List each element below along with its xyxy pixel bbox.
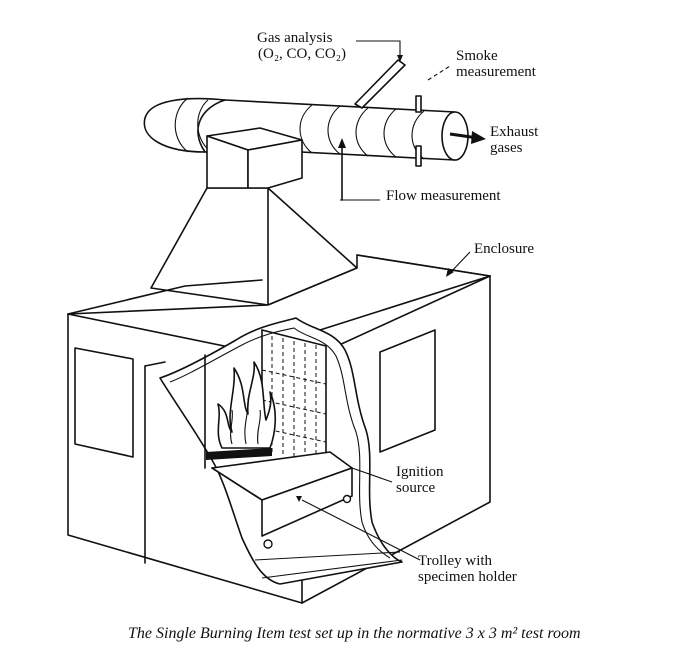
specimen-holder-label: specimen holder: [418, 569, 517, 585]
collection-hood: [150, 127, 358, 306]
smoke-measurement-label: measurement: [456, 64, 536, 80]
ignition-source-label: source: [396, 480, 436, 496]
cutaway-interior: [159, 317, 403, 585]
leader-lines: [301, 40, 471, 561]
enclosure-label: Enclosure: [474, 241, 534, 257]
ignition-label: Ignition: [396, 464, 444, 480]
gas-sampling-probe: [354, 59, 406, 109]
flow-measurement-label: Flow measurement: [386, 188, 501, 204]
exhaust-duct: [143, 95, 486, 167]
trolley-label: Trolley with: [418, 553, 493, 569]
exhaust-label: Exhaust: [490, 124, 539, 140]
gas-analysis-species-label: (O₂, CO, CO₂): [258, 46, 346, 62]
smoke-label: Smoke: [456, 48, 498, 64]
figure-caption: The Single Burning Item test set up in t…: [128, 625, 581, 642]
flame-icon: [217, 361, 277, 449]
exhaust-gases-label: gases: [490, 140, 523, 156]
gas-analysis-label: Gas analysis: [257, 30, 333, 46]
